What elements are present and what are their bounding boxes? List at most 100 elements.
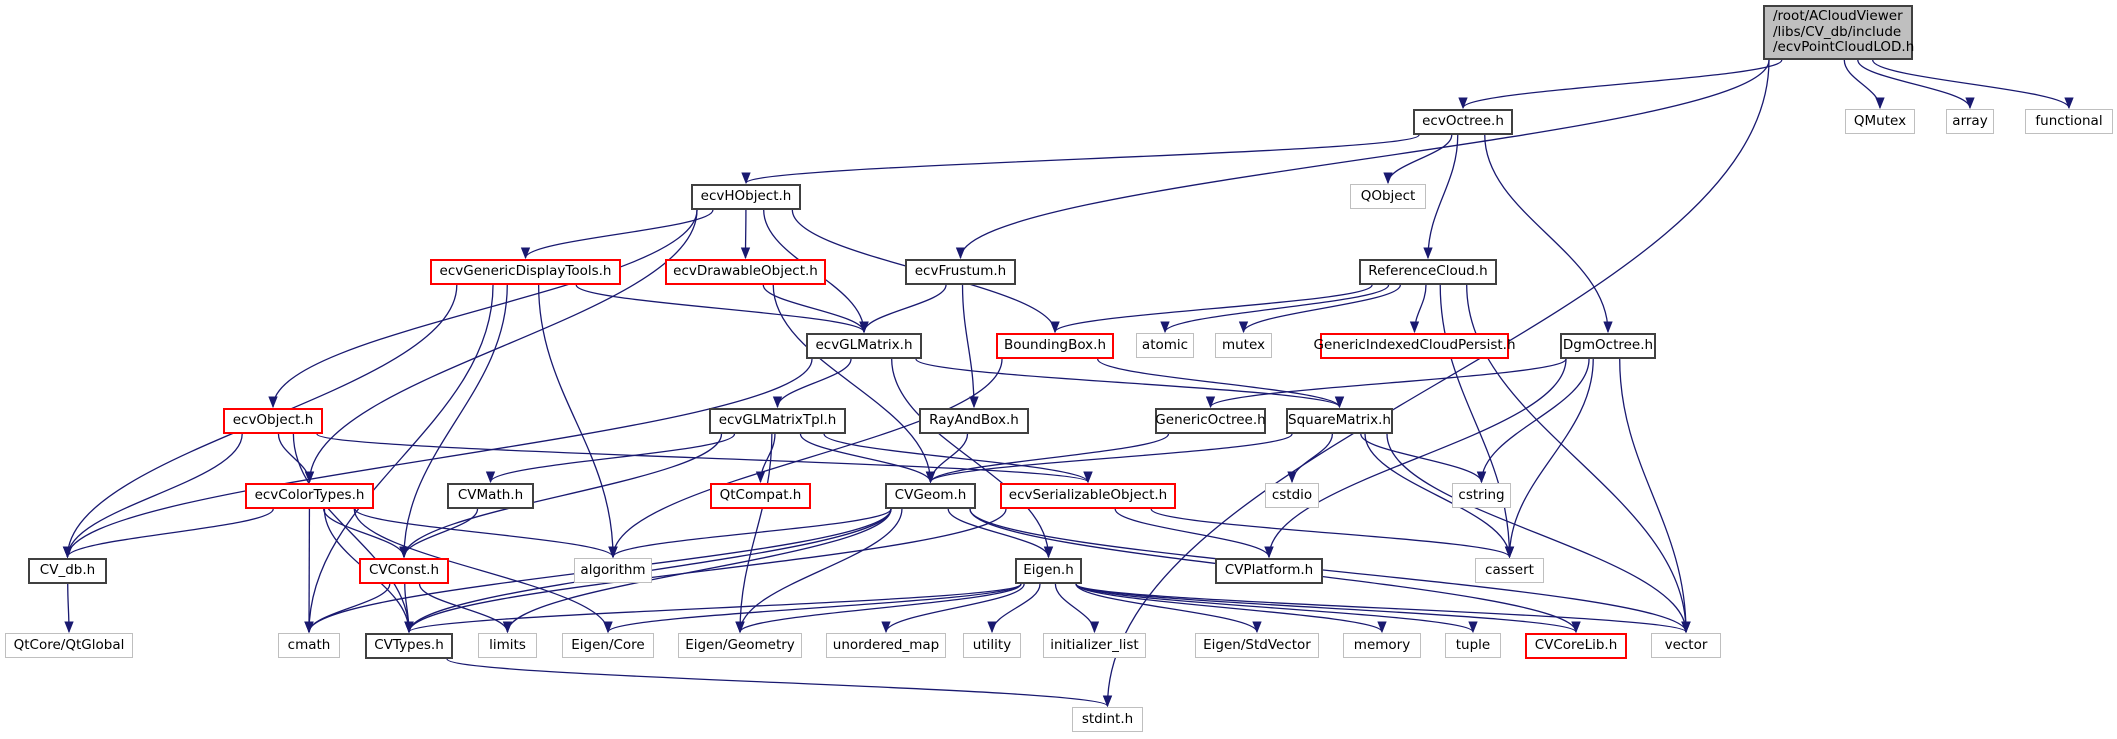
graph-node-label: ecvGLMatrixTpl.h xyxy=(718,412,837,429)
edge-ecvserializableobject-to-cvplatform xyxy=(1114,508,1274,559)
graph-node-cstring[interactable]: cstring xyxy=(1452,483,1511,508)
edge-cvgeom-to-vector xyxy=(969,508,1691,634)
edge-ecvobject-to-cvtypes xyxy=(292,433,414,634)
edge-ecvgenericdisplaytools-to-algorithm xyxy=(537,284,618,559)
graph-node-ecvfrustum[interactable]: ecvFrustum.h xyxy=(905,259,1016,285)
edge-ecvoctree-to-ecvhobject xyxy=(741,134,1420,185)
graph-node-label: Eigen.h xyxy=(1023,562,1074,579)
edge-ecvglmatrix-to-cv_db xyxy=(62,358,813,559)
graph-node-stdint[interactable]: stdint.h xyxy=(1072,707,1143,732)
graph-node-ecvgenericdisplaytools[interactable]: ecvGenericDisplayTools.h xyxy=(430,259,621,285)
graph-node-label: CVPlatform.h xyxy=(1224,562,1314,579)
graph-node-label: QtCompat.h xyxy=(719,487,802,504)
graph-node-ecvhobject[interactable]: ecvHObject.h xyxy=(691,184,801,210)
graph-node-label: Eigen/Geometry xyxy=(685,636,795,653)
graph-node-cvcorelib[interactable]: CVCoreLib.h xyxy=(1525,633,1627,659)
graph-node-label: CVGeom.h xyxy=(894,487,967,504)
graph-node-cassert[interactable]: cassert xyxy=(1475,558,1544,583)
graph-node-vector[interactable]: vector xyxy=(1651,633,1721,658)
graph-node-label: utility xyxy=(972,636,1012,653)
graph-node-mutex[interactable]: mutex xyxy=(1215,333,1272,358)
graph-node-label: initializer_list xyxy=(1050,636,1139,653)
graph-node-initializer-list[interactable]: initializer_list xyxy=(1043,633,1146,658)
graph-node-eigencore[interactable]: Eigen/Core xyxy=(562,633,654,658)
graph-node-label: CVCoreLib.h xyxy=(1534,637,1618,654)
graph-node-rayandbox[interactable]: RayAndBox.h xyxy=(919,408,1029,434)
graph-node-label: QMutex xyxy=(1853,112,1907,129)
graph-node-cmath[interactable]: cmath xyxy=(278,633,340,658)
graph-node-utility[interactable]: utility xyxy=(963,633,1021,658)
graph-node-qmutex[interactable]: QMutex xyxy=(1845,109,1915,134)
graph-node-tuple[interactable]: tuple xyxy=(1445,633,1501,658)
edge-eigen-to-initializer_list xyxy=(1054,583,1100,634)
graph-node-cvconst[interactable]: CVConst.h xyxy=(359,558,449,584)
graph-node-array[interactable]: array xyxy=(1946,109,1994,134)
graph-node-algorithm[interactable]: algorithm xyxy=(574,558,652,583)
edge-eigen-to-utility xyxy=(987,583,1041,634)
graph-node-label: cmath xyxy=(287,636,331,653)
graph-node-eigen[interactable]: Eigen.h xyxy=(1015,558,1082,584)
graph-node-cvplatform[interactable]: CVPlatform.h xyxy=(1215,558,1323,584)
graph-node-ecvglmatrixtpl[interactable]: ecvGLMatrixTpl.h xyxy=(709,408,846,434)
edge-eigen-to-eigenstdvector xyxy=(1075,583,1262,634)
graph-node-qobject[interactable]: QObject xyxy=(1350,184,1426,209)
graph-node-ecvglmatrix[interactable]: ecvGLMatrix.h xyxy=(806,333,922,359)
graph-node-referencecloud[interactable]: ReferenceCloud.h xyxy=(1359,259,1497,285)
graph-node-ecvserializableobject[interactable]: ecvSerializableObject.h xyxy=(1000,483,1176,509)
edge-cvtypes-to-stdint xyxy=(446,658,1112,708)
edge-ecvglmatrixtpl-to-qtcompat xyxy=(755,433,776,484)
graph-node-genericoctree[interactable]: GenericOctree.h xyxy=(1155,408,1266,434)
graph-node-eigenstdvector[interactable]: Eigen/StdVector xyxy=(1195,633,1319,658)
graph-node-squarematrix[interactable]: SquareMatrix.h xyxy=(1286,408,1393,434)
edge-ecvoctree-to-dgmoctree xyxy=(1484,134,1613,334)
root-file-node[interactable]: /root/ACloudViewer /libs/CV_db/include /… xyxy=(1763,5,1914,60)
edge-boundingbox-to-algorithm xyxy=(608,358,1003,559)
graph-node-cvmath[interactable]: CVMath.h xyxy=(447,483,534,509)
graph-node-cv-db[interactable]: CV_db.h xyxy=(28,558,107,584)
graph-node-label: array xyxy=(1952,112,1988,129)
edge-squarematrix-to-cassert xyxy=(1364,433,1515,559)
edge-root-to-ecvfrustum xyxy=(955,59,1770,260)
graph-node-qtcompat[interactable]: QtCompat.h xyxy=(710,483,811,509)
edge-ecvobject-to-ecvcolortypes xyxy=(277,433,315,484)
graph-node-cvtypes[interactable]: CVTypes.h xyxy=(365,633,453,659)
edge-ecvglmatrix-to-squarematrix xyxy=(915,358,1344,409)
edge-squarematrix-to-cstring xyxy=(1360,433,1487,484)
graph-node-cvgeom[interactable]: CVGeom.h xyxy=(885,483,976,509)
graph-node-unordered-map[interactable]: unordered_map xyxy=(826,633,946,658)
edge-referencecloud-to-genericindexedcloudpersist xyxy=(1409,284,1427,334)
graph-node-ecvdrawableobject[interactable]: ecvDrawableObject.h xyxy=(665,259,826,285)
graph-node-ecvcolortypes[interactable]: ecvColorTypes.h xyxy=(245,483,374,509)
graph-node-qtglobal[interactable]: QtCore/QtGlobal xyxy=(5,633,133,658)
edge-eigen-to-eigengeometry xyxy=(735,583,1022,634)
graph-node-boundingbox[interactable]: BoundingBox.h xyxy=(996,333,1114,359)
graph-node-genericindexedcloudpersist[interactable]: GenericIndexedCloudPersist.h xyxy=(1314,333,1516,359)
graph-node-label: CVMath.h xyxy=(457,487,524,504)
graph-node-ecvoctree[interactable]: ecvOctree.h xyxy=(1413,109,1513,135)
graph-node-atomic[interactable]: atomic xyxy=(1136,333,1194,358)
graph-node-label: DgmOctree.h xyxy=(1562,337,1654,354)
graph-node-cstdio[interactable]: cstdio xyxy=(1265,483,1319,508)
graph-node-label: memory xyxy=(1353,636,1411,653)
graph-node-limits[interactable]: limits xyxy=(478,633,537,658)
graph-node-label: ecvSerializableObject.h xyxy=(1008,487,1168,504)
edge-cv_db-to-qtglobal xyxy=(64,583,74,634)
graph-node-label: ecvGLMatrix.h xyxy=(815,337,913,354)
edge-root-to-array xyxy=(1857,59,1975,110)
graph-node-memory[interactable]: memory xyxy=(1343,633,1421,658)
graph-node-label: cassert xyxy=(1485,561,1534,578)
edge-ecvfrustum-to-rayandbox xyxy=(961,284,979,409)
graph-node-label: ecvGenericDisplayTools.h xyxy=(439,263,612,280)
graph-node-functional[interactable]: functional xyxy=(2025,109,2113,134)
graph-node-ecvobject[interactable]: ecvObject.h xyxy=(223,408,323,434)
graph-node-label: ecvColorTypes.h xyxy=(254,487,365,504)
edge-ecvgenericdisplaytools-to-cmath xyxy=(304,284,494,634)
edge-cvgeom-to-eigengeometry xyxy=(735,508,903,634)
graph-node-label: GenericIndexedCloudPersist.h xyxy=(1313,337,1516,354)
graph-node-eigengeometry[interactable]: Eigen/Geometry xyxy=(678,633,802,658)
edge-cvgeom-to-limits xyxy=(502,508,892,634)
edge-eigen-to-tuple xyxy=(1075,583,1478,634)
graph-node-dgmoctree[interactable]: DgmOctree.h xyxy=(1560,333,1656,359)
graph-node-label: unordered_map xyxy=(832,636,940,653)
